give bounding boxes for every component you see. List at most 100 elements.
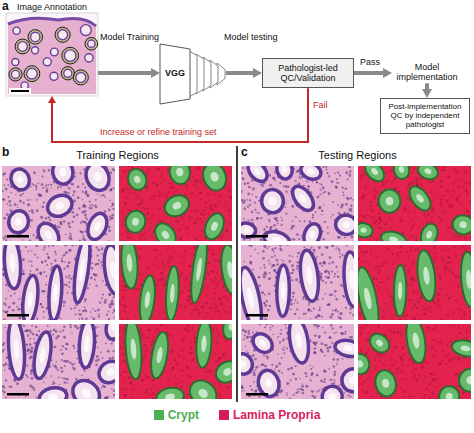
shape <box>84 298 86 300</box>
shape <box>36 334 39 337</box>
shape <box>124 381 126 383</box>
shape <box>167 378 169 380</box>
shape <box>219 297 221 299</box>
shape <box>190 313 193 316</box>
shape <box>139 237 142 240</box>
shape <box>65 234 67 236</box>
shape <box>182 224 184 226</box>
shape <box>216 342 218 344</box>
shape <box>156 249 158 251</box>
shape <box>128 189 130 191</box>
shape <box>201 306 204 309</box>
shape <box>327 232 329 234</box>
shape <box>345 203 348 206</box>
shape <box>101 253 103 255</box>
shape <box>155 386 185 399</box>
shape <box>15 380 17 382</box>
shape <box>95 285 97 287</box>
shape <box>41 183 44 186</box>
shape <box>4 184 6 186</box>
shape <box>63 360 65 362</box>
shape <box>90 311 92 313</box>
shape <box>194 221 197 224</box>
shape <box>85 190 87 192</box>
shape <box>98 259 100 261</box>
shape <box>181 381 183 383</box>
shape <box>222 367 232 378</box>
shape <box>3 364 6 367</box>
shape <box>9 204 11 206</box>
he-tile <box>2 245 115 320</box>
shape <box>52 364 53 365</box>
shape <box>152 397 154 399</box>
shape <box>154 315 155 316</box>
shape <box>157 279 160 282</box>
shape <box>26 330 28 332</box>
shape <box>193 222 195 224</box>
shape <box>219 394 221 396</box>
shape <box>175 190 177 192</box>
shape <box>108 209 111 212</box>
shape <box>64 381 67 384</box>
shape <box>50 184 52 186</box>
shape <box>200 198 202 200</box>
shape <box>201 221 203 223</box>
shape <box>155 317 156 318</box>
shape <box>174 375 176 377</box>
shape <box>113 350 115 352</box>
shape <box>17 204 18 205</box>
shape <box>161 166 162 167</box>
shape <box>345 188 347 190</box>
shape <box>63 254 65 256</box>
shape <box>206 295 208 297</box>
shape <box>13 338 20 360</box>
shape <box>209 205 212 208</box>
shape <box>164 370 166 372</box>
shape <box>48 245 50 247</box>
shape <box>258 212 260 214</box>
shape <box>108 311 110 313</box>
shape <box>3 172 6 175</box>
shape <box>107 350 110 353</box>
shape <box>199 192 202 195</box>
shape <box>84 211 110 241</box>
shape <box>2 343 5 346</box>
shape <box>202 213 205 216</box>
shape <box>247 206 249 208</box>
shape <box>152 385 154 387</box>
shape <box>61 258 63 260</box>
shape <box>164 268 165 269</box>
shape <box>218 332 220 334</box>
shape <box>156 327 159 330</box>
shape <box>138 275 158 320</box>
shape <box>155 283 158 286</box>
shape <box>74 307 76 309</box>
shape <box>194 238 197 241</box>
shape <box>220 324 232 341</box>
shape <box>147 376 150 379</box>
shape <box>171 325 173 327</box>
shape <box>5 239 7 241</box>
shape <box>5 298 7 300</box>
shape <box>65 252 68 255</box>
shape <box>8 196 10 198</box>
shape <box>31 386 34 389</box>
shape <box>210 221 219 232</box>
shape <box>33 171 36 174</box>
he-tile <box>2 166 115 241</box>
shape <box>212 297 214 299</box>
shape <box>170 370 172 372</box>
shape <box>100 195 102 197</box>
shape <box>123 209 147 235</box>
shape <box>152 380 154 382</box>
shape <box>290 227 293 230</box>
shape <box>166 168 168 170</box>
shape <box>132 291 134 293</box>
shape <box>191 210 193 212</box>
shape <box>218 342 219 343</box>
shape <box>3 237 5 239</box>
shape <box>131 396 133 398</box>
shape <box>208 214 209 215</box>
shape <box>140 284 142 286</box>
shape <box>170 284 176 303</box>
